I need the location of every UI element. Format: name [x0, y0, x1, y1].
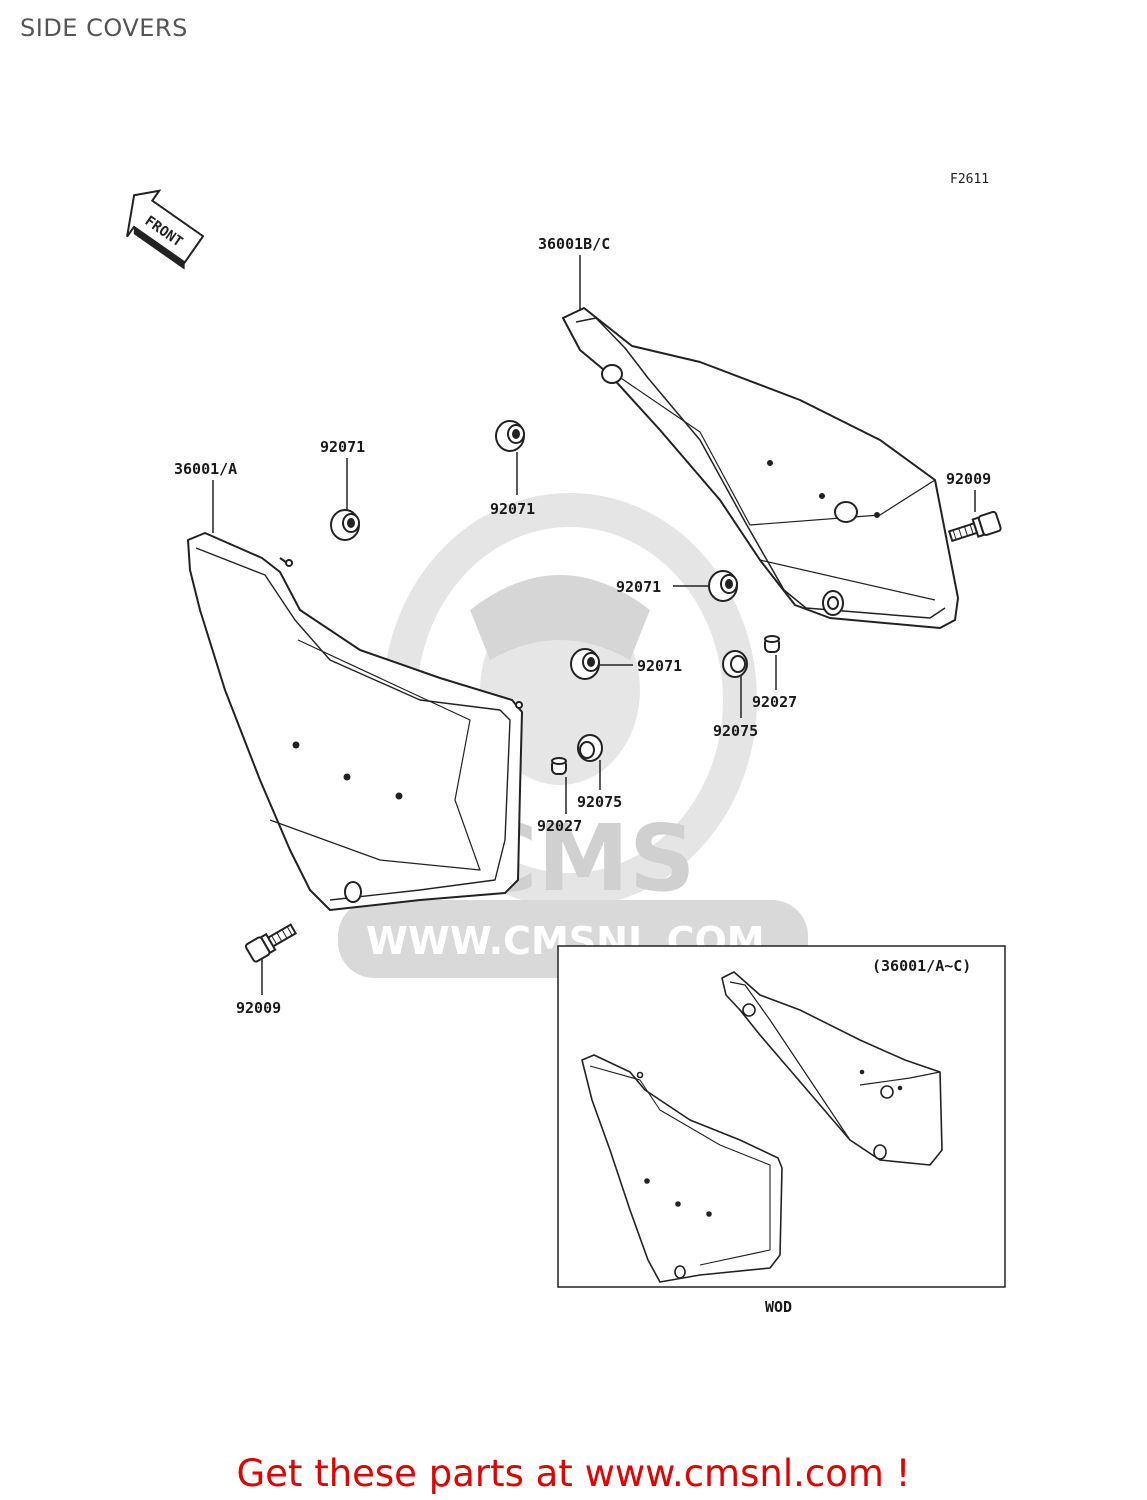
figure-code: F2611	[950, 172, 990, 187]
label-cover-right: 36001B/C	[538, 235, 610, 253]
collar-icon	[551, 635, 780, 775]
label-bolt-right: 92009	[946, 470, 991, 488]
front-arrow-icon: FRONT	[126, 189, 205, 270]
label-damper-a: 92075	[713, 722, 758, 740]
grommet-icon	[330, 420, 738, 680]
label-grommet-a: 92071	[320, 438, 365, 456]
inset-box: (36001/A~C) WOD	[557, 945, 1006, 1316]
leader-lines	[212, 255, 976, 995]
label-grommet-b: 92071	[490, 500, 535, 518]
page-title: SIDE COVERS	[20, 14, 188, 42]
label-collar-b: 92027	[537, 817, 582, 835]
inset-title: (36001/A~C)	[872, 957, 971, 975]
label-bolt-left: 92009	[236, 999, 281, 1017]
right-side-cover	[562, 307, 959, 629]
label-cover-left: 36001/A	[174, 460, 237, 478]
get-parts-link[interactable]: Get these parts at www.cmsnl.com !	[236, 1452, 911, 1495]
label-collar-a: 92027	[752, 693, 797, 711]
inset-caption: WOD	[765, 1298, 792, 1316]
left-side-cover	[187, 532, 523, 911]
parts-diagram: CMS WWW.CMSNL.COM FRONT	[126, 189, 1006, 1316]
label-damper-b: 92075	[577, 793, 622, 811]
label-grommet-c: 92071	[616, 578, 661, 596]
bolt-icon	[244, 510, 1002, 963]
damper-icon	[577, 650, 748, 762]
label-grommet-d: 92071	[637, 657, 682, 675]
